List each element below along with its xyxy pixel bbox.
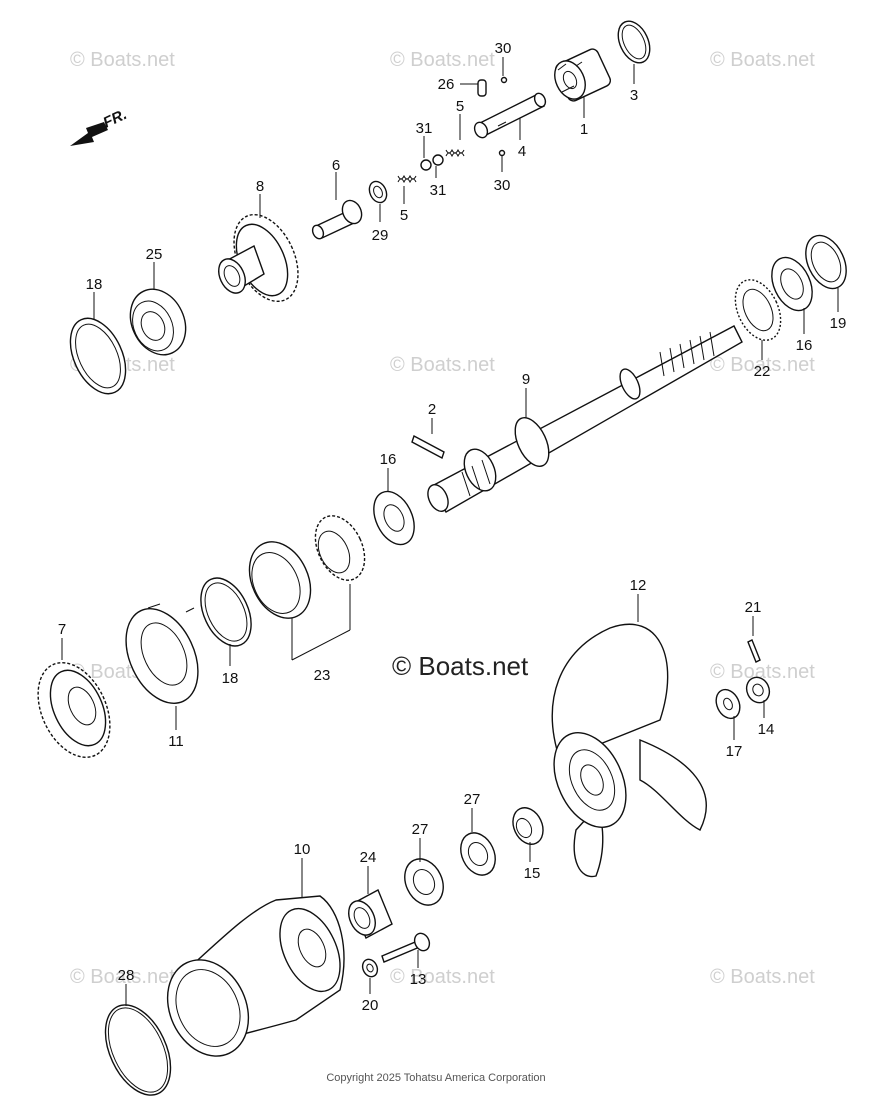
part-30-ball: [500, 76, 508, 84]
part-label-12: 12: [630, 577, 647, 594]
part-label-31: 31: [430, 182, 447, 199]
part-label-21: 21: [745, 599, 762, 616]
part-label-26: 26: [438, 76, 455, 93]
part-12-propeller: [551, 623, 707, 878]
part-16-washer: [771, 256, 813, 312]
watermark: © Boats.net: [390, 49, 495, 71]
part-label-13: 13: [410, 971, 427, 988]
part-15-spacer: [512, 807, 544, 845]
part-label-9: 9: [522, 371, 530, 388]
watermark: © Boats.net: [710, 354, 815, 376]
front-direction-indicator: FR.: [70, 106, 130, 146]
part-label-16: 16: [796, 337, 813, 354]
part-22-thrust-bearing: [734, 279, 782, 341]
part-label-10: 10: [294, 841, 311, 858]
leader-lines: [61, 57, 839, 1006]
part-label-3: 3: [630, 87, 638, 104]
part-label-19: 19: [830, 315, 847, 332]
part-label-22: 22: [754, 363, 771, 380]
front-arrow-icon: [70, 122, 108, 146]
part-29-clip: [368, 180, 388, 204]
part-label-31: 31: [416, 120, 433, 137]
part-3-ring: [617, 20, 651, 64]
part-2-pin: [411, 434, 445, 460]
front-label: FR.: [101, 106, 130, 132]
part-9-propeller-shaft: [427, 325, 743, 513]
part-label-25: 25: [146, 246, 163, 263]
part-26-pin: [477, 79, 487, 97]
part-16-washer: [373, 490, 415, 546]
center-watermark: © Boats.net: [392, 651, 529, 681]
part-label-17: 17: [726, 743, 743, 760]
part-4-shaft: [473, 92, 547, 139]
watermark: © Boats.net: [390, 966, 495, 988]
part-13-bolt: [381, 932, 431, 963]
part-label-2: 2: [428, 401, 436, 418]
part-14-nut: [745, 676, 771, 704]
part-label-24: 24: [360, 849, 377, 866]
watermark: © Boats.net: [70, 49, 175, 71]
part-label-28: 28: [118, 967, 135, 984]
part-30-ball: [498, 149, 506, 157]
part-8-gear: [218, 213, 299, 303]
part-label-5: 5: [400, 207, 408, 224]
part-label-15: 15: [524, 865, 541, 882]
part-20-washer: [361, 958, 379, 978]
part-label-23: 23: [314, 667, 331, 684]
part-label-27: 27: [412, 821, 429, 838]
part-21-cotter-pin: [747, 639, 761, 663]
part-label-16: 16: [380, 451, 397, 468]
part-label-7: 7: [58, 621, 66, 638]
part-19-washer: [805, 234, 847, 290]
part-18-ring: [69, 317, 127, 395]
watermark: © Boats.net: [710, 661, 815, 683]
part-label-5: 5: [456, 98, 464, 115]
part-label-29: 29: [372, 227, 389, 244]
part-5-spring: [397, 174, 417, 184]
watermark: © Boats.net: [390, 354, 495, 376]
part-11-bearing-housing: [125, 603, 199, 704]
watermark: © Boats.net: [710, 966, 815, 988]
part-18-ring: [200, 577, 252, 647]
part-label-4: 4: [518, 143, 526, 160]
part-label-8: 8: [256, 178, 264, 195]
part-28-o-ring: [104, 1004, 172, 1096]
part-label-20: 20: [362, 997, 379, 1014]
part-25-bearing: [129, 288, 187, 356]
part-label-30: 30: [495, 40, 512, 57]
part-label-14: 14: [758, 721, 775, 738]
part-label-11: 11: [168, 733, 184, 750]
part-5-spring: [445, 148, 465, 158]
part-label-27: 27: [464, 791, 481, 808]
part-label-1: 1: [580, 121, 588, 138]
part-31-ball: [432, 154, 444, 166]
part-label-18: 18: [86, 276, 103, 293]
part-23-bearing-set: [248, 515, 366, 619]
copyright-text: Copyright 2025 Tohatsu America Corporati…: [326, 1072, 545, 1084]
part-labels: 3 1 30 26 5 31 4 31 30 5 6 29 8 25 18 19…: [58, 40, 847, 1014]
part-27-oil-seal: [460, 832, 496, 876]
watermark: © Boats.net: [70, 966, 175, 988]
watermark: © Boats.net: [710, 49, 815, 71]
part-31-ball: [420, 159, 432, 171]
part-10-gear-case-cap: [166, 895, 345, 1057]
part-label-6: 6: [332, 157, 340, 174]
part-label-30: 30: [494, 177, 511, 194]
part-label-18: 18: [222, 670, 239, 687]
part-24-needle-bearing: [348, 889, 393, 939]
part-17-washer: [715, 688, 741, 720]
part-1-clutch: [554, 48, 612, 102]
part-7-gear: [37, 662, 111, 758]
part-27-oil-seal: [404, 858, 444, 906]
part-6-plunger: [311, 199, 363, 240]
